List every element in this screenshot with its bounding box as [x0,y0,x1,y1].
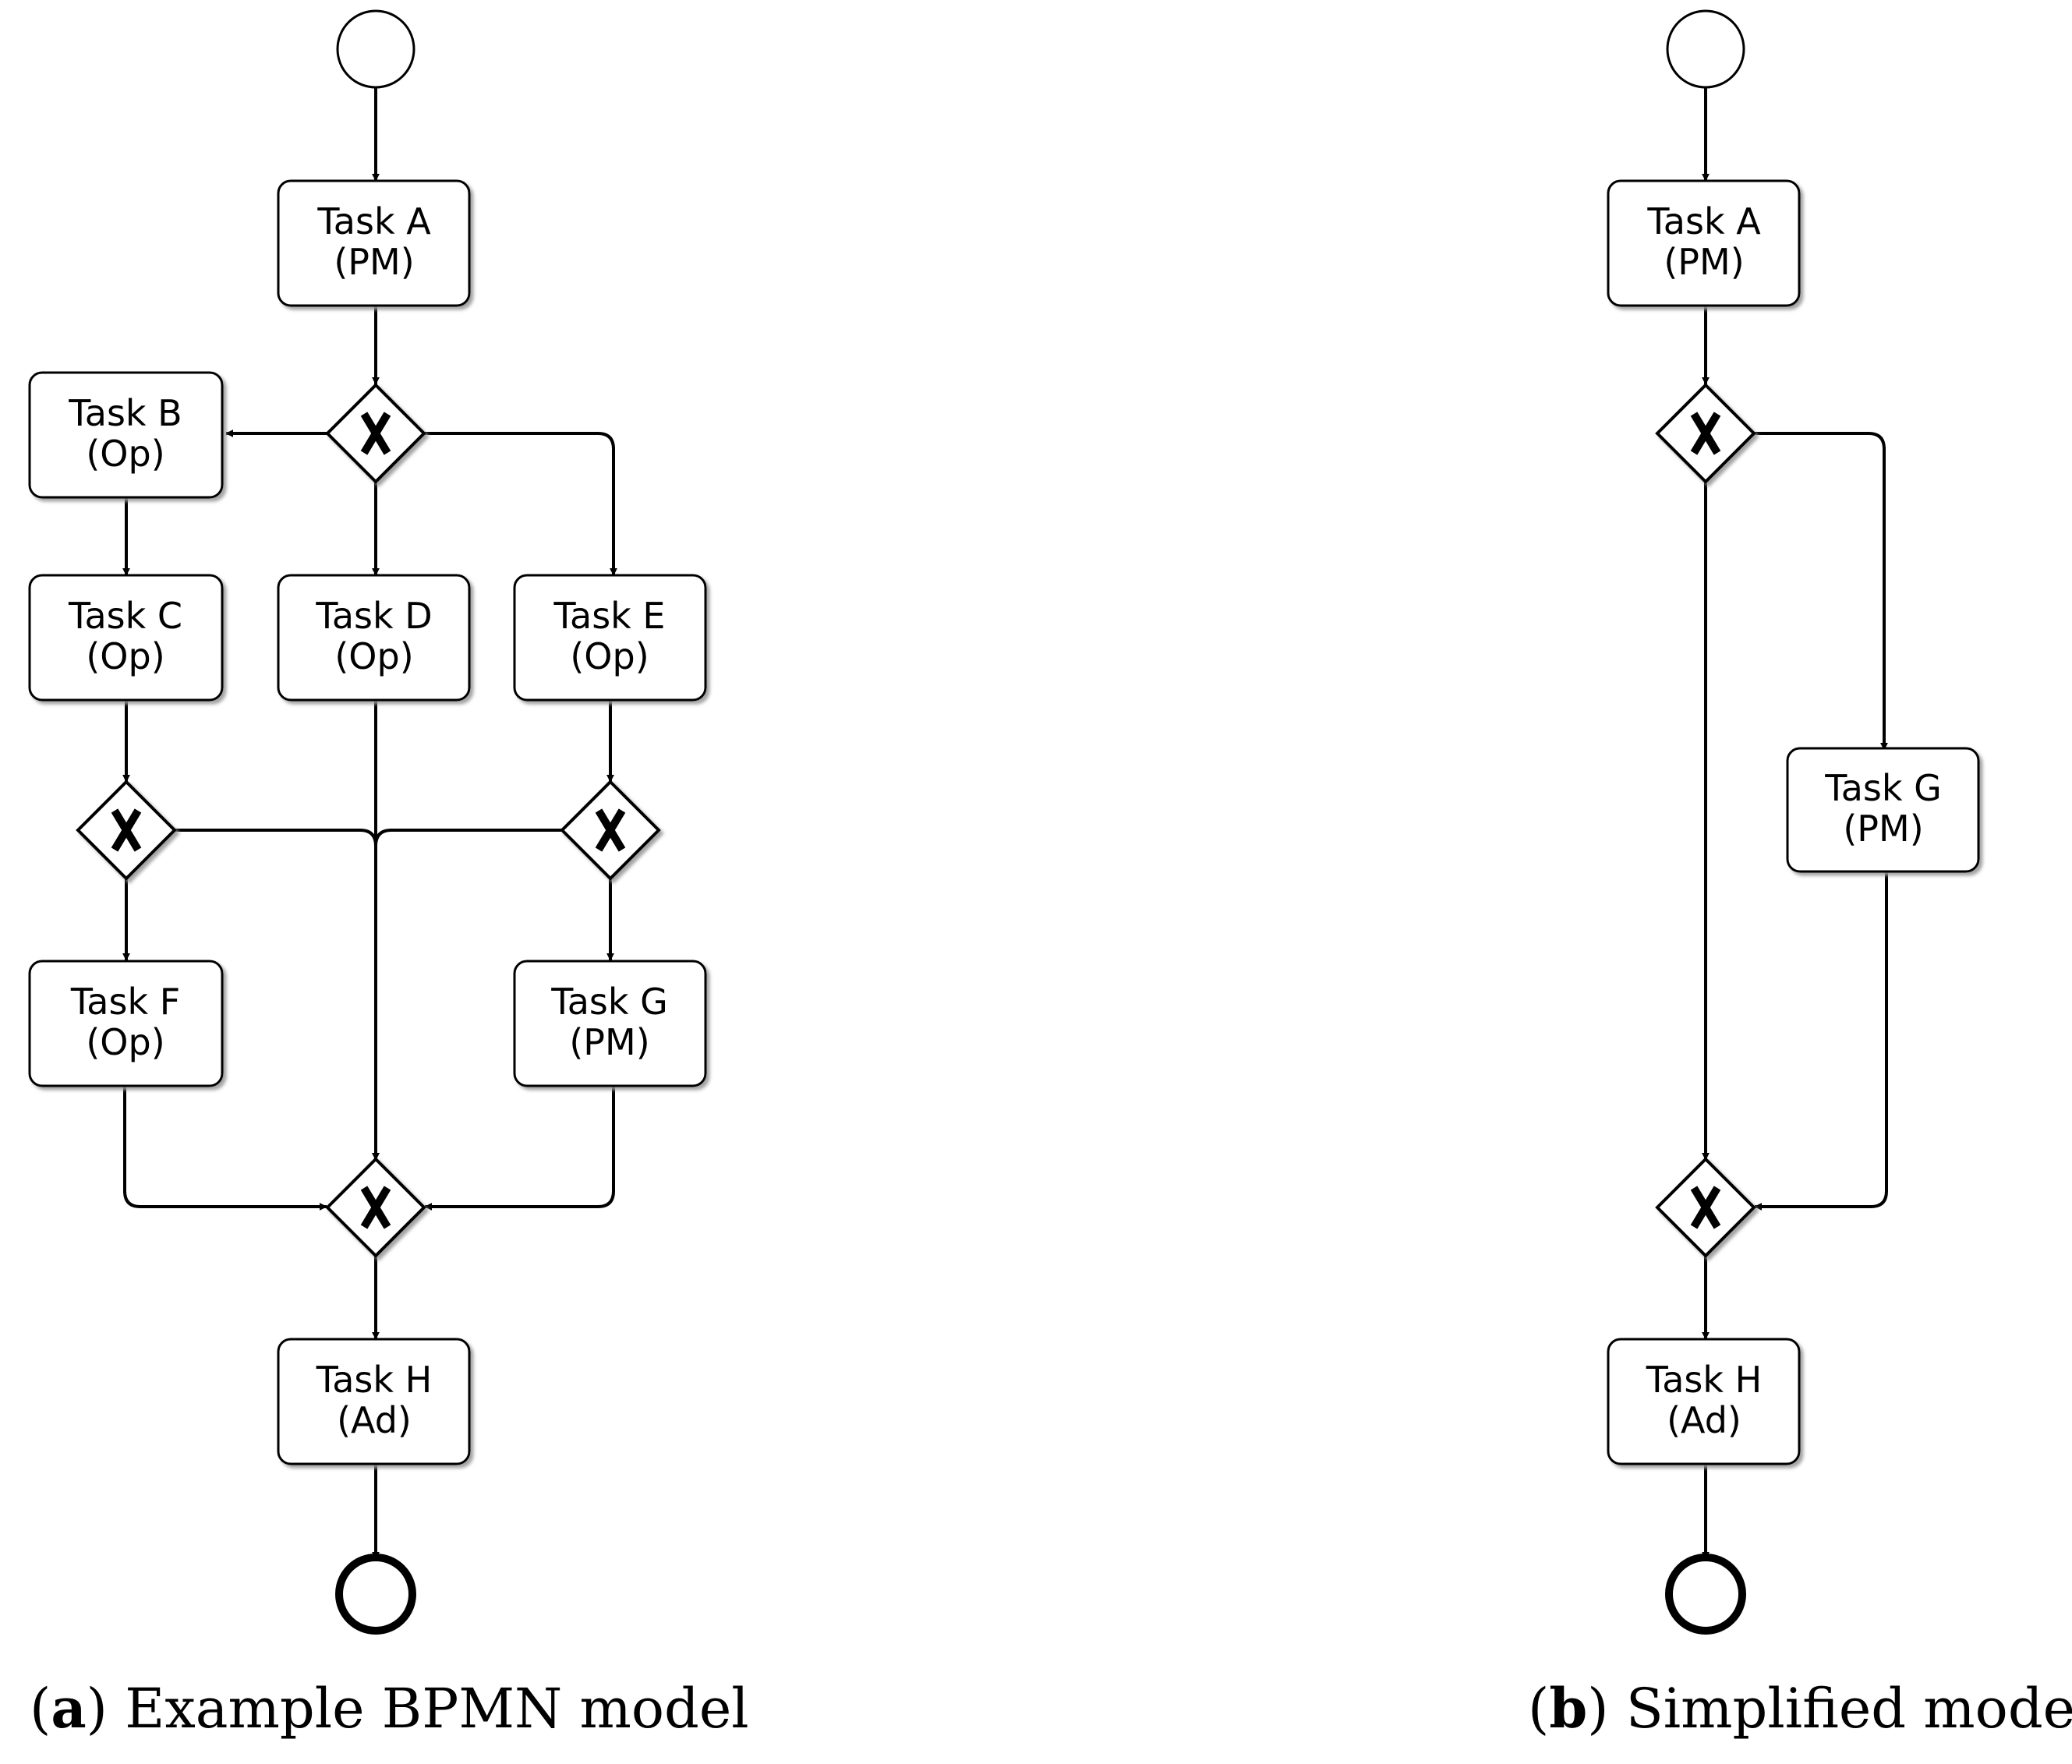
gateway-right-a [560,779,661,881]
diagram-a [122,88,617,1560]
task-b-name: Task B [68,392,182,434]
task-b-a-name: Task A [1646,200,1761,242]
task-h-role: (Ad) [337,1399,412,1441]
task-b-h-name: Task H [1646,1359,1763,1401]
flow-task-f-to-gateway-join [123,1086,327,1211]
task-e-role: (Op) [570,635,649,677]
gateway-join-b [1655,1157,1756,1258]
start-event-a [336,9,415,89]
task-c-box: Task C (Op) [28,574,224,702]
task-b-h-role: (Ad) [1667,1399,1741,1441]
task-g-role: (PM) [569,1021,649,1063]
task-d-box: Task D (Op) [277,574,471,702]
task-b-box: Task B (Op) [28,371,224,499]
task-d-role: (Op) [334,635,413,677]
gateway-left-a [76,779,177,881]
task-b-a-role: (PM) [1664,241,1744,283]
task-a-role: (PM) [334,241,414,283]
task-b-h-box: Task H (Ad) [1607,1338,1801,1465]
diagram-b [1702,88,1888,1560]
gateway-join-a [325,1157,426,1258]
task-b-g-name: Task G [1824,767,1942,809]
task-b-g-box: Task G (PM) [1786,747,1980,873]
task-a-name: Task A [316,200,431,242]
task-b-g-role: (PM) [1843,808,1923,850]
caption-a-letter: a [51,1676,87,1741]
task-f-role: (Op) [86,1021,164,1063]
caption-a-text: Example BPMN model [125,1677,749,1741]
flow-b-task-g-to-join [1754,871,1888,1211]
task-h-box: Task H (Ad) [277,1338,471,1465]
task-e-box: Task E (Op) [513,574,707,702]
end-event-b [1665,1554,1746,1635]
task-f-box: Task F (Op) [28,960,224,1087]
task-h-name: Task H [316,1359,433,1401]
task-f-name: Task F [70,981,180,1023]
task-a-box: Task A (PM) [277,179,471,307]
caption-b-letter: b [1549,1676,1588,1741]
task-c-name: Task C [68,595,182,637]
caption-b-text: Simplified model [1625,1677,2072,1741]
start-event-b [1666,9,1745,89]
flow-gateway-to-task-e [424,432,617,576]
flow-gateway-right-to-join [372,829,562,1161]
caption-b: (b) Simplified model [1528,1676,2072,1741]
task-b-a-box: Task A (PM) [1607,179,1801,307]
task-c-role: (Op) [86,635,164,677]
end-event-a [335,1554,416,1635]
task-e-name: Task E [553,595,666,637]
task-d-name: Task D [315,595,432,637]
flow-b-gateway-to-task-g [1754,432,1888,751]
caption-a: (a) Example BPMN model [30,1676,749,1741]
task-b-role: (Op) [86,433,164,475]
task-g-box: Task G (PM) [513,960,707,1087]
task-g-name: Task G [550,981,668,1023]
flow-task-g-to-gateway-join [424,1086,615,1211]
gateway-split-a [325,383,426,484]
gateway-split-b [1655,383,1756,484]
